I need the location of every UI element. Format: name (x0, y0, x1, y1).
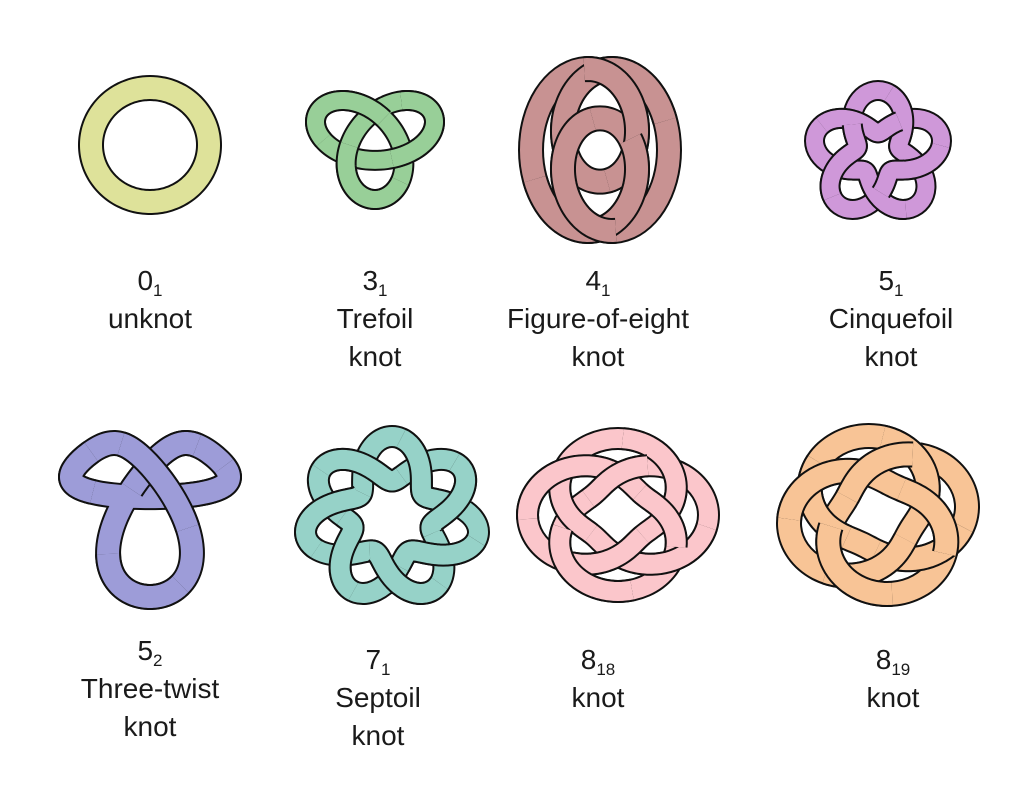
knot-index: 1 (153, 281, 163, 300)
crossing-number: 7 (365, 644, 382, 675)
knot-index: 19 (891, 660, 911, 679)
knot-name-line: Figure-of-eight (506, 303, 690, 334)
knot-code: 41 (478, 262, 718, 300)
knot-diagram-unknot (78, 75, 222, 215)
crossing-number: 5 (137, 635, 154, 666)
knot-name-line: knot (351, 720, 405, 751)
knot-diagram-cinquefoil (804, 80, 952, 220)
crossing-number: 4 (585, 265, 602, 296)
knot-name-line: knot (348, 341, 402, 372)
crossing-number: 8 (580, 644, 597, 675)
knot-diagram-trefoil (304, 90, 446, 210)
knot-name-line: Three-twist (80, 673, 220, 704)
knot-code: 818 (478, 641, 718, 679)
knot-name-line: knot (864, 341, 918, 372)
knot-name-line: Cinquefoil (828, 303, 954, 334)
knot-code: 31 (255, 262, 495, 300)
knot-diagram-knot-8-19 (776, 423, 980, 607)
knot-name-line: knot (866, 682, 920, 713)
knot-code: 819 (773, 641, 1013, 679)
crossing-number: 8 (875, 644, 892, 675)
knot-index: 1 (381, 660, 391, 679)
knot-code: 71 (258, 641, 498, 679)
knot-name-line: Septoil (335, 682, 421, 713)
knot-index: 1 (601, 281, 611, 300)
knot-diagram-knot-8-18 (516, 427, 720, 603)
knot-diagram-three-twist (57, 429, 243, 610)
crossing-number: 5 (878, 265, 895, 296)
knot-diagram-septoil (294, 425, 490, 605)
knot-index: 18 (596, 660, 616, 679)
knot-index: 1 (378, 281, 388, 300)
knot-code: 51 (771, 262, 1011, 300)
knot-name-line: knot (123, 711, 177, 742)
knot-name-line: knot (571, 682, 625, 713)
knot-name-line: unknot (107, 303, 193, 334)
knot-diagram-figure-eight (518, 55, 682, 245)
crossing-number: 0 (137, 265, 154, 296)
knot-name-line: Trefoil (336, 303, 414, 334)
knot-index: 1 (894, 281, 904, 300)
knot-index: 2 (153, 651, 163, 670)
knot-name-line: knot (571, 341, 625, 372)
knot-code: 52 (30, 632, 270, 670)
knot-code: 01 (30, 262, 270, 300)
crossing-number: 3 (362, 265, 379, 296)
